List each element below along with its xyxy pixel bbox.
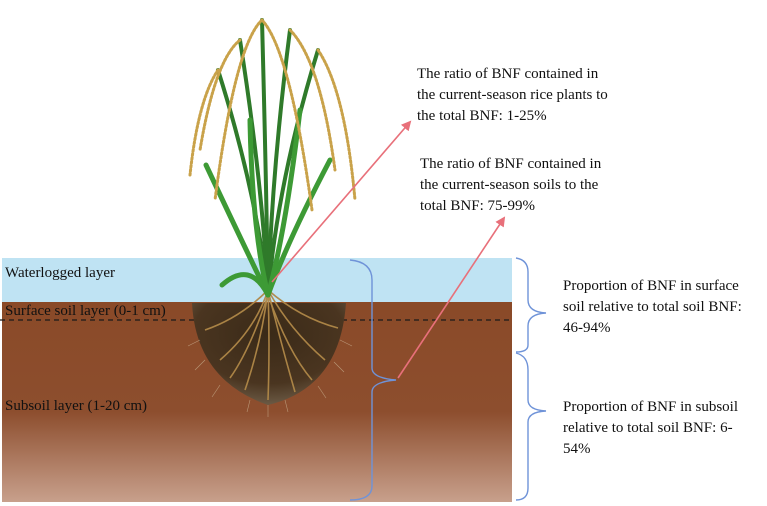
subsoil-bracket	[516, 353, 546, 500]
subsoil-proportion-annotation: Proportion of BNF in subsoil relative to…	[563, 397, 738, 460]
plant-ratio-line-1: The ratio of BNF contained in	[417, 64, 608, 85]
subsoil-layer-label: Subsoil layer (1-20 cm)	[5, 396, 147, 417]
surface-proportion-line-2: soil relative to total soil BNF:	[563, 297, 742, 318]
waterlogged-layer-label: Waterlogged layer	[5, 263, 115, 284]
soil-ratio-line-1: The ratio of BNF contained in	[420, 154, 601, 175]
soil-ratio-annotation: The ratio of BNF contained in the curren…	[420, 154, 601, 217]
surface-bracket	[516, 258, 546, 352]
surface-proportion-annotation: Proportion of BNF in surface soil relati…	[563, 276, 742, 339]
subsoil-proportion-line-3: 54%	[563, 439, 738, 460]
plant-ratio-annotation: The ratio of BNF contained in the curren…	[417, 64, 608, 127]
surface-proportion-line-3: 46-94%	[563, 318, 742, 339]
subsoil-proportion-line-1: Proportion of BNF in subsoil	[563, 397, 738, 418]
soil-ratio-line-3: total BNF: 75-99%	[420, 196, 601, 217]
rice-plant	[190, 20, 355, 295]
subsoil-proportion-line-2: relative to total soil BNF: 6-	[563, 418, 738, 439]
plant-ratio-line-2: the current-season rice plants to	[417, 85, 608, 106]
surface-soil-layer-label: Surface soil layer (0-1 cm)	[5, 301, 166, 322]
surface-proportion-line-1: Proportion of BNF in surface	[563, 276, 742, 297]
soil-ratio-line-2: the current-season soils to the	[420, 175, 601, 196]
plant-ratio-line-3: the total BNF: 1-25%	[417, 106, 608, 127]
